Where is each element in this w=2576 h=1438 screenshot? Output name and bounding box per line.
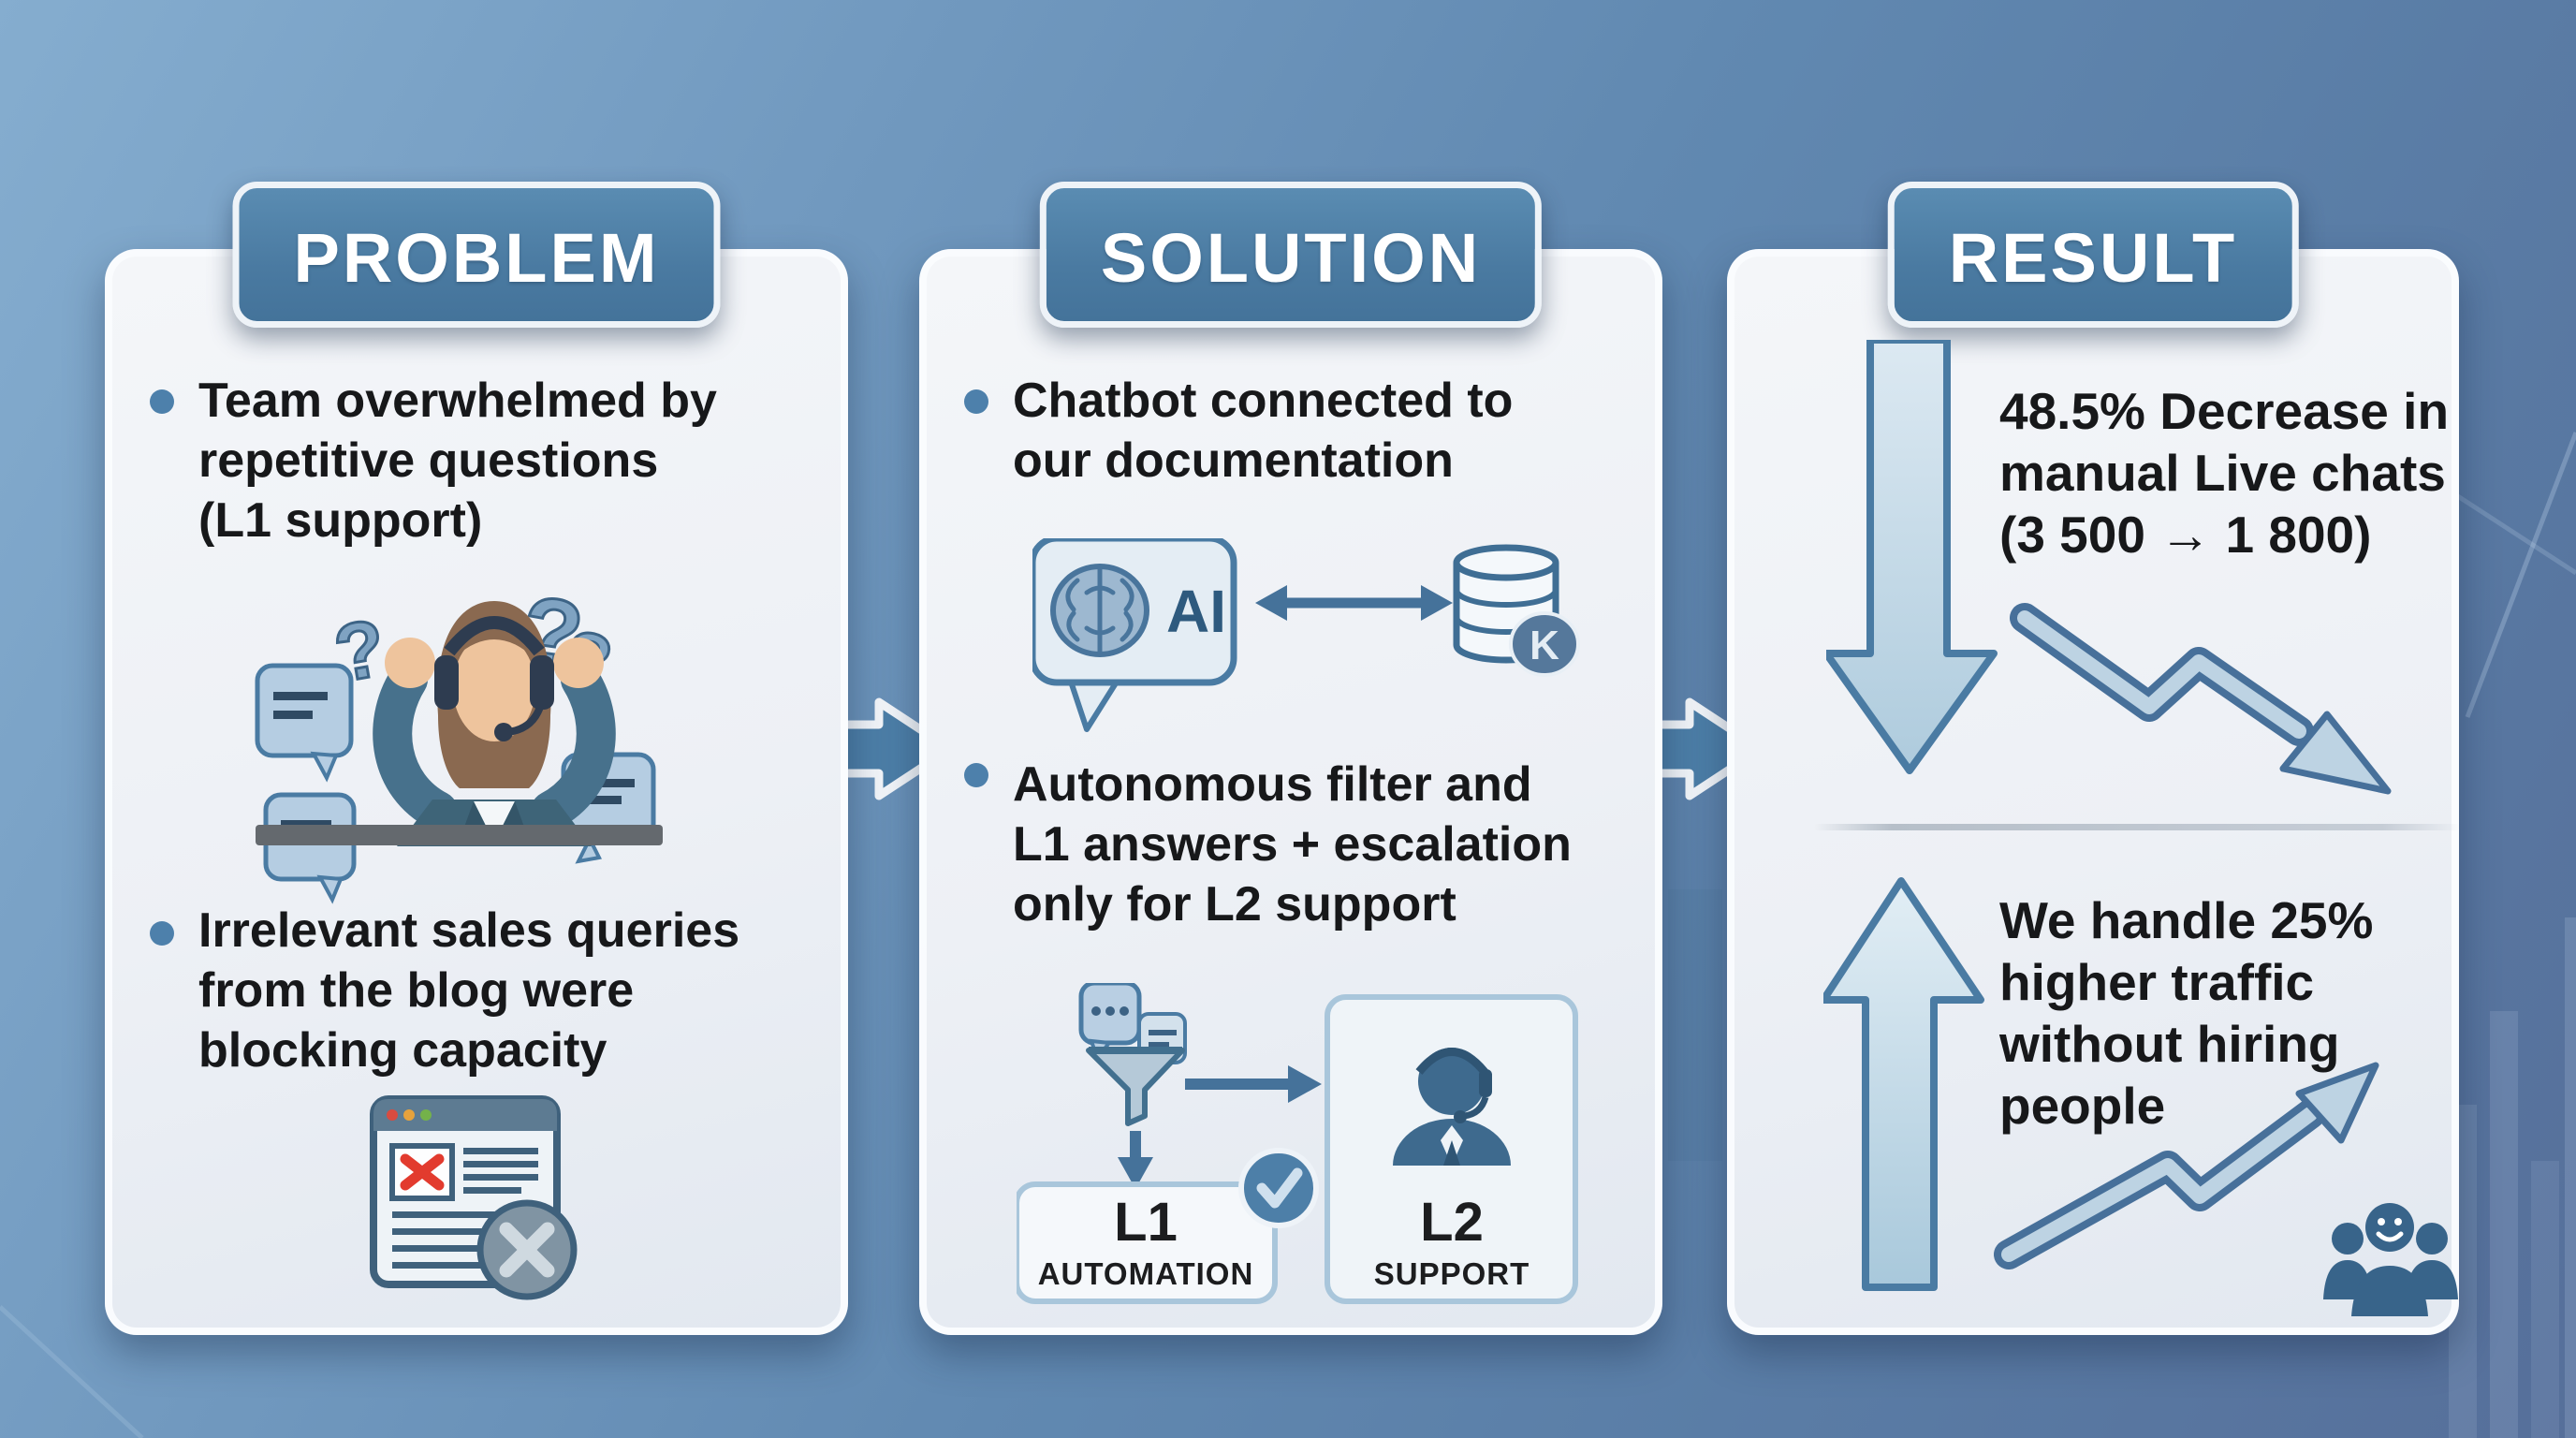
- desk-icon: [256, 825, 663, 845]
- text-line: Autonomous filter and: [1013, 757, 1532, 812]
- result-badge: RESULT: [1887, 182, 2299, 328]
- ai-chatbot-icon: AI: [1032, 538, 1237, 732]
- result-divider: [1814, 824, 2460, 830]
- rising-trend-icon: [1994, 1062, 2379, 1269]
- solution-bullet-1: Chatbot connected to our documentation: [1013, 371, 1513, 491]
- bullet-dot: [964, 763, 988, 787]
- l2-title: L2: [1420, 1192, 1484, 1253]
- error-x-icon: [400, 1153, 445, 1191]
- big-up-arrow-icon: [1823, 877, 1984, 1291]
- increase-graphic: [1823, 877, 2458, 1316]
- headset-icon: [444, 616, 545, 656]
- big-down-arrow-icon: [1826, 340, 1998, 774]
- text-line: (3 500 → 1 800): [1999, 506, 2372, 564]
- chat-bubble-icon: [255, 663, 354, 783]
- result-stat-decrease: 48.5% Decrease in manual Live chats (3 5…: [1999, 380, 2449, 565]
- chat-bubble-icon: [263, 792, 357, 904]
- kb-badge-icon: [1509, 611, 1580, 677]
- happy-team-icon: [2323, 1203, 2458, 1316]
- blocked-webpage-icon: [370, 1095, 578, 1300]
- text-line: blocking capacity: [198, 1023, 607, 1078]
- text-line: higher traffic: [1999, 953, 2315, 1011]
- solution-panel: SOLUTION Chatbot connected to our docume…: [919, 182, 1662, 1335]
- overwhelmed-agent-figure: [256, 601, 663, 846]
- problem-panel: PROBLEM Team overwhelmed by repetitive q…: [105, 182, 848, 1335]
- bullet-dot: [964, 389, 988, 414]
- problem-bullet-1: Team overwhelmed by repetitive questions…: [198, 371, 717, 550]
- stressed-support-agent-icon: ? ? ?: [255, 575, 663, 904]
- solution-badge: SOLUTION: [1039, 182, 1543, 328]
- traffic-dot-yellow-icon: [403, 1109, 415, 1121]
- bidirectional-arrow-icon: [1255, 585, 1453, 621]
- l1-title: L1: [1114, 1192, 1178, 1253]
- declining-trend-icon: [2010, 603, 2392, 795]
- text-line: Irrelevant sales queries: [198, 903, 740, 958]
- kb-label: K: [1530, 623, 1559, 668]
- text-line: only for L2 support: [1013, 877, 1456, 932]
- ai-label: AI: [1166, 578, 1226, 645]
- traffic-dot-red-icon: [387, 1109, 398, 1121]
- l1-subtitle: AUTOMATION: [1038, 1256, 1254, 1291]
- solution-bullet-2: Autonomous filter and L1 answers + escal…: [1013, 755, 1572, 934]
- text-line: without hiring: [1999, 1015, 2340, 1073]
- text-line: our documentation: [1013, 433, 1454, 488]
- text-line: people: [1999, 1077, 2166, 1135]
- page-text-lines: [392, 1148, 538, 1269]
- block-x-icon: [499, 1222, 555, 1278]
- text-line: Team overwhelmed by: [198, 374, 717, 428]
- text-line: (L1 support): [198, 493, 483, 548]
- text-line: repetitive questions: [198, 433, 659, 488]
- text-line: manual Live chats: [1999, 444, 2446, 502]
- problem-badge: PROBLEM: [232, 182, 721, 328]
- ai-knowledge-base-diagram: AI K: [1032, 538, 1580, 732]
- text-line: 48.5% Decrease in: [1999, 382, 2450, 440]
- filter-escalation-diagram: L1 AUTOMATION L2: [1017, 983, 1578, 1304]
- bullet-dot: [150, 389, 174, 414]
- knowledge-base-icon: K: [1453, 544, 1580, 677]
- l2-subtitle: SUPPORT: [1374, 1256, 1530, 1291]
- check-circle-icon: [1238, 1148, 1319, 1228]
- funnel-icon: [1086, 1047, 1185, 1126]
- escalation-arrow-icon: [1185, 1065, 1322, 1103]
- bullet-dot: [150, 921, 174, 946]
- automation-arrow-icon: [1118, 1131, 1153, 1189]
- text-line: L1 answers + escalation: [1013, 817, 1572, 872]
- text-line: We handle 25%: [1999, 891, 2374, 949]
- smile-icon: [2376, 1231, 2404, 1242]
- support-agent-icon: [1393, 1048, 1511, 1166]
- l1-automation-box: L1 AUTOMATION: [1017, 1181, 1278, 1304]
- text-line: Chatbot connected to: [1013, 374, 1514, 428]
- decrease-graphic: [1826, 340, 2392, 795]
- problem-bullet-2: Irrelevant sales queries from the blog w…: [198, 901, 739, 1080]
- result-stat-increase: We handle 25% higher traffic without hir…: [1999, 889, 2373, 1137]
- text-line: from the blog were: [198, 963, 635, 1018]
- result-panel: RESULT 48.5% Decrease in manual Live cha…: [1727, 182, 2460, 1335]
- l2-support-box: L2 SUPPORT: [1325, 994, 1578, 1304]
- traffic-dot-green-icon: [420, 1109, 432, 1121]
